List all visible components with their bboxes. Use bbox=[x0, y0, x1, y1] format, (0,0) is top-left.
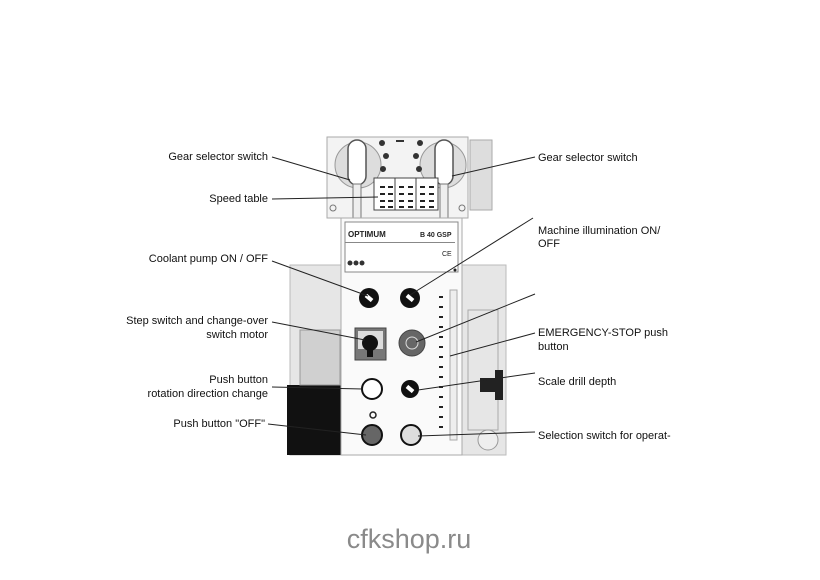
upper-plate bbox=[326, 136, 469, 245]
speed-table bbox=[373, 177, 439, 211]
column-black bbox=[287, 385, 341, 455]
label-push-button-off: Push button "OFF" bbox=[173, 418, 265, 430]
right-labels: Gear selector switch Machine illuminatio… bbox=[538, 152, 671, 442]
leader-lines bbox=[267, 156, 536, 437]
gear-position-icons bbox=[379, 140, 423, 172]
selection-switch[interactable] bbox=[400, 424, 422, 446]
label-speed-table: Speed table bbox=[209, 193, 268, 205]
label-gear-selector-left: Gear selector switch bbox=[168, 151, 268, 163]
label-push-button-rotation: Push button bbox=[209, 374, 268, 386]
label-push-button-rotation-2: rotation direction change bbox=[148, 388, 268, 400]
brand-logo: OPTIMUM bbox=[348, 230, 386, 239]
knob-handle bbox=[480, 370, 503, 400]
ce-mark: CE bbox=[442, 251, 452, 258]
rotation-direction-button[interactable] bbox=[361, 378, 383, 400]
label-step-switch-2: switch motor bbox=[206, 329, 268, 341]
label-machine-illumination-2: OFF bbox=[538, 238, 560, 250]
label-emergency-stop: EMERGENCY-STOP push bbox=[538, 327, 668, 339]
label-step-switch: Step switch and change-over bbox=[126, 315, 268, 327]
label-machine-illumination: Machine illumination ON/ bbox=[538, 225, 661, 237]
label-gear-selector-right: Gear selector switch bbox=[538, 152, 638, 164]
label-coolant-pump: Coolant pump ON / OFF bbox=[149, 253, 268, 265]
machine-body bbox=[287, 139, 507, 456]
left-labels: Gear selector switch Speed table Coolant… bbox=[126, 151, 268, 430]
emergency-stop-button[interactable] bbox=[398, 329, 426, 357]
label-scale-drill-depth: Scale drill depth bbox=[538, 376, 616, 388]
lower-panel: OPTIMUM B 40 GSP CE bbox=[340, 217, 463, 456]
gear-selector-right bbox=[419, 139, 467, 245]
label-selection-switch: Selection switch for operat- bbox=[538, 430, 671, 442]
label-emergency-stop-2: button bbox=[538, 341, 569, 353]
model-label: B 40 GSP bbox=[420, 232, 452, 239]
watermark: cfkshop.ru bbox=[347, 524, 472, 554]
